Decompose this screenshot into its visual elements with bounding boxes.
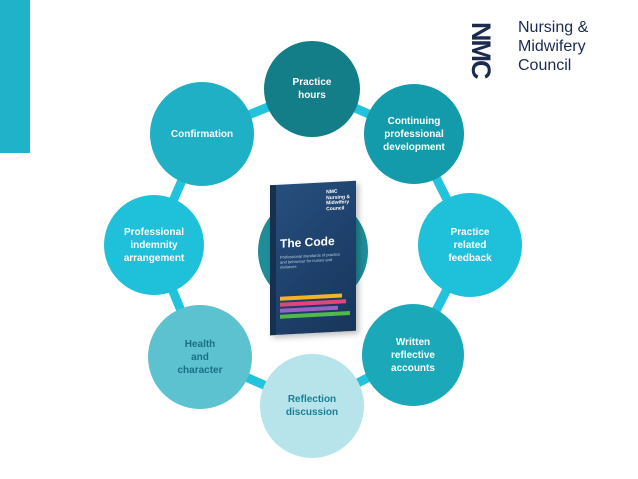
- nmc-logo-mark: NMC: [466, 22, 496, 78]
- accent-side-bar: [0, 0, 30, 153]
- logo-line: Nursing &: [518, 19, 589, 36]
- node-practice-related-feedback: Practice related feedback: [418, 193, 522, 297]
- node-label: Professional indemnity arrangement: [123, 226, 185, 264]
- book-stripe-green: [280, 311, 350, 319]
- nmc-logo-text: Nursing & Midwifery Council: [518, 18, 588, 75]
- book-subtitle: Professional standards of practice and b…: [280, 251, 341, 270]
- node-label: Continuing professional development: [383, 115, 445, 153]
- node-written-reflective-accounts: Written reflective accounts: [362, 304, 464, 406]
- node-label: Written reflective accounts: [391, 336, 435, 374]
- node-confirmation: Confirmation: [150, 82, 254, 186]
- book-title: The Code: [280, 233, 335, 251]
- book-logo: NMC Nursing & Midwifery Council: [326, 188, 350, 212]
- node-label: Practice related feedback: [448, 226, 492, 264]
- logo-line: Midwifery: [518, 38, 586, 55]
- node-label: Confirmation: [170, 128, 234, 140]
- node-professional-indemnity-arrangement: Professional indemnity arrangement: [104, 195, 204, 295]
- logo-line: Council: [518, 57, 572, 74]
- node-practice-hours: Practice hours: [264, 41, 360, 137]
- node-health-and-character: Health and character: [148, 305, 252, 409]
- the-code-booklet: NMC Nursing & Midwifery Council The Code…: [270, 180, 356, 336]
- node-continuing-professional-development: Continuing professional development: [364, 84, 464, 184]
- node-label: Reflection discussion: [285, 394, 339, 418]
- node-label: Practice hours: [292, 77, 332, 101]
- node-label: Health and character: [177, 338, 223, 376]
- book-spine: [270, 184, 276, 336]
- node-reflection-discussion: Reflection discussion: [260, 354, 364, 458]
